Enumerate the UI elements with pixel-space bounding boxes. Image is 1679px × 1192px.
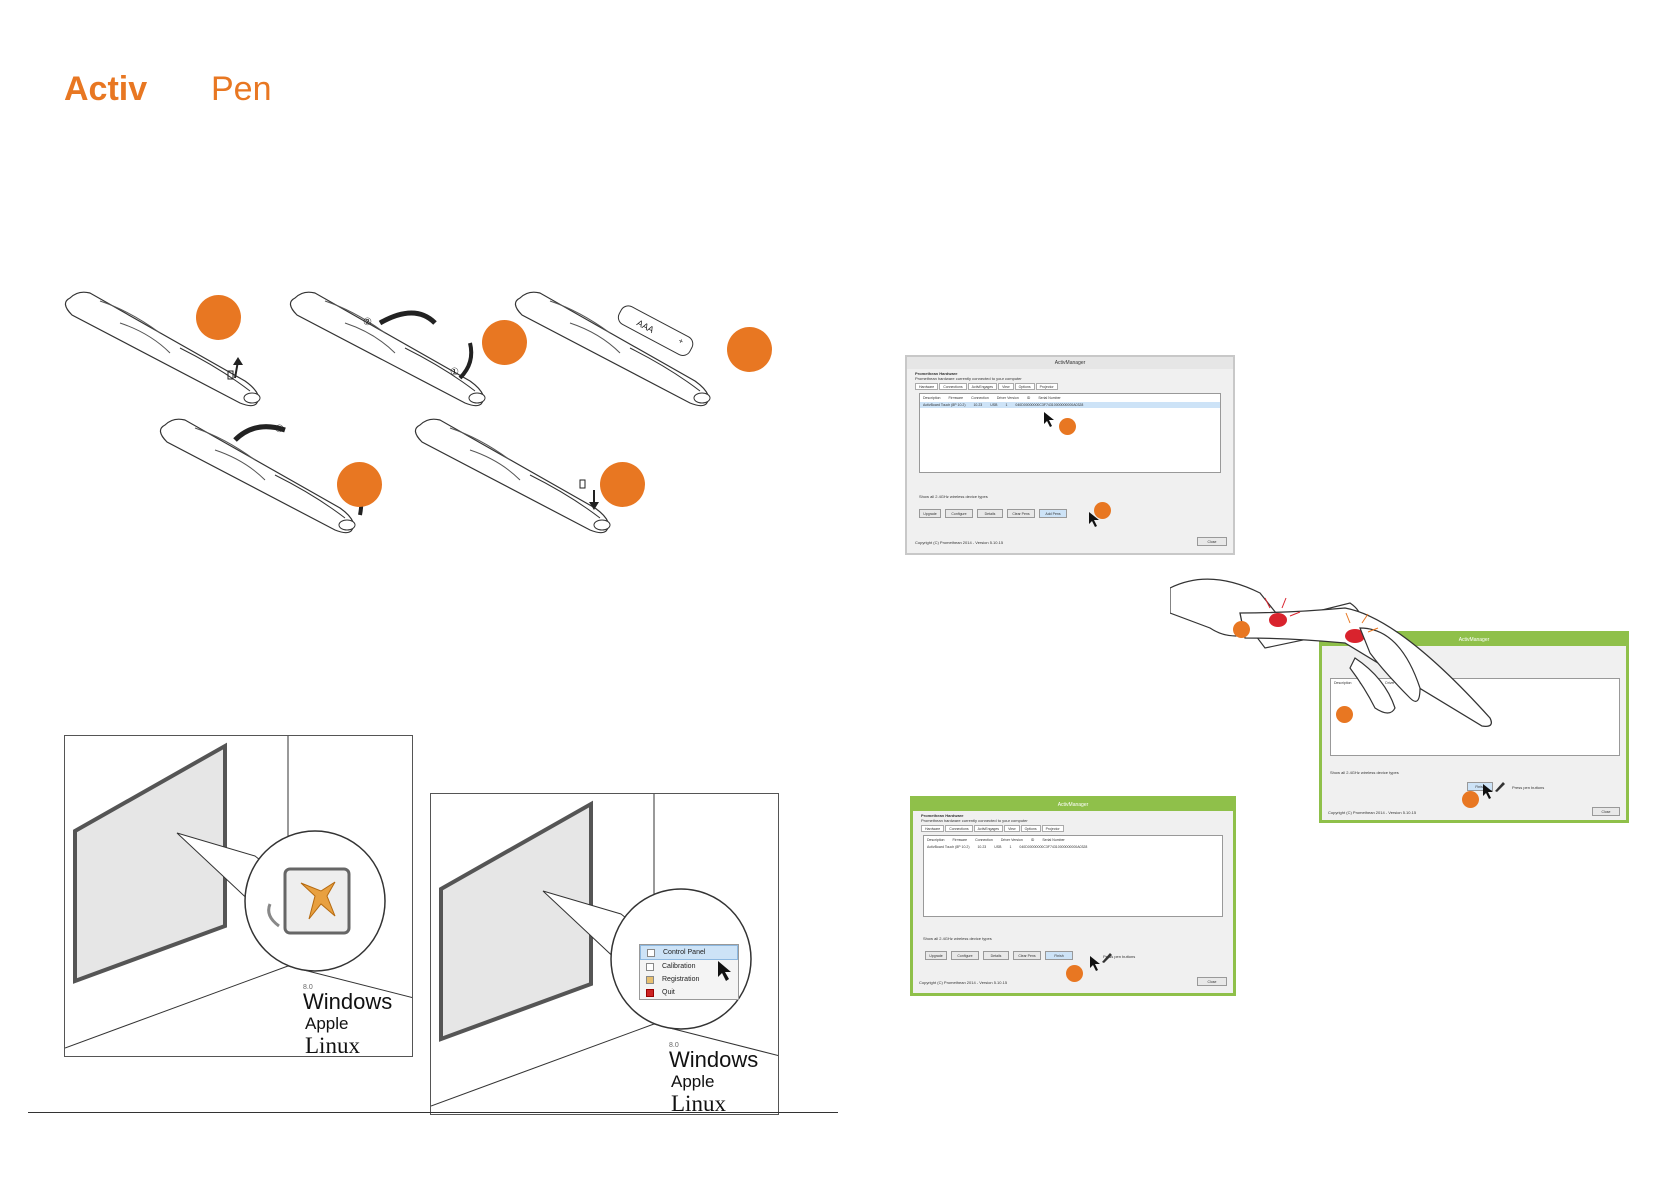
window-tabs: Hardware Connections ActivEngages View O… [921, 825, 1065, 832]
activmanager-window-1: ActivManager Promethean Hardware Prometh… [905, 355, 1235, 555]
hand-with-pen-illustration [1170, 578, 1493, 727]
finish-button[interactable]: Finish [1467, 782, 1493, 791]
tab-options[interactable]: Options [1014, 383, 1035, 390]
window-tabs: Hardware Connections ActivEngages View O… [915, 383, 1059, 390]
os-version-small: 8.0 [669, 1042, 679, 1049]
menu-item-calibration[interactable]: Calibration [640, 960, 738, 973]
close-button[interactable]: Close [1197, 537, 1227, 546]
cursor-arrow-icon [1483, 784, 1493, 799]
upgrade-button[interactable]: Upgrade [925, 951, 947, 960]
tab-activengages[interactable]: ActivEngages [967, 383, 998, 390]
copyright-text: Copyright (C) Promethean 2014 - Version … [919, 980, 1008, 985]
step-dot [1462, 791, 1479, 808]
window-title: ActivManager [913, 799, 1233, 811]
upgrade-button[interactable]: Upgrade [919, 509, 941, 518]
menu-item-control-panel[interactable]: Control Panel [640, 945, 738, 960]
os-list: 8.0 Windows Apple Linux [303, 984, 393, 1057]
step-dot [1233, 621, 1250, 638]
window-subheading: Promethean hardware currently connected … [921, 818, 1028, 823]
battery-replacement-illustrations: ② ① AAA + ① ② [64, 291, 711, 534]
finish-button[interactable]: Finish [1045, 951, 1073, 960]
step-dot [337, 462, 382, 507]
pen-step-1 [64, 291, 261, 407]
cursor-arrow-icon [718, 961, 731, 981]
show-all-checkbox-label[interactable]: Show all 2.4GHz wireless device types [919, 494, 988, 499]
pen-step-3: AAA + [514, 291, 711, 407]
pen-icon [1495, 782, 1505, 792]
tab-view[interactable]: View [998, 383, 1014, 390]
step-dot [196, 295, 241, 340]
tab-connections[interactable]: Connections [945, 825, 973, 832]
add-pens-button[interactable]: Add Pens [1039, 509, 1067, 518]
pen-step-4: ① ② [159, 418, 364, 534]
cursor-arrow-icon [1044, 412, 1054, 427]
configure-button[interactable]: Configure [951, 951, 979, 960]
brand-title-pen: Pen [211, 70, 272, 108]
pen-hint-text: Press pen buttons [1103, 954, 1136, 959]
os-linux: Linux [305, 1033, 360, 1057]
step-dot [1094, 502, 1111, 519]
battery-plus: + [677, 336, 686, 346]
step-mark: ① [275, 424, 284, 435]
step-dot [600, 462, 645, 507]
panel-inspire-icon: 8.0 Windows Apple Linux [64, 735, 413, 1057]
copyright-text: Copyright (C) Promethean 2014 - Version … [915, 540, 1004, 545]
room-illustration [65, 736, 412, 1049]
menu-item-registration[interactable]: Registration [640, 973, 738, 986]
footer-divider [28, 1112, 838, 1113]
step-dot [482, 320, 527, 365]
activmanager-window-3: ActivManager Promethean Hardware Prometh… [910, 796, 1236, 996]
window-heading: Promethean Hardware [921, 813, 964, 818]
details-button[interactable]: Details [983, 951, 1009, 960]
window-heading: Promethean Hardware [915, 371, 958, 376]
menu-item-quit[interactable]: Quit [640, 986, 738, 999]
close-button[interactable]: Close [1592, 807, 1620, 816]
window-title: ActivManager [907, 357, 1233, 369]
show-all-checkbox-label[interactable]: Show all 2.4GHz wireless device types [923, 936, 992, 941]
tab-projector[interactable]: Projector [1035, 383, 1058, 390]
tab-projector[interactable]: Projector [1041, 825, 1064, 832]
tab-view[interactable]: View [1004, 825, 1020, 832]
tab-connections[interactable]: Connections [939, 383, 967, 390]
os-apple: Apple [671, 1072, 715, 1091]
show-all-checkbox-label[interactable]: Show all 2.4GHz wireless device types [1330, 770, 1399, 775]
step-mark: ① [450, 367, 459, 378]
cursor-arrow-icon [1089, 512, 1099, 527]
tab-options[interactable]: Options [1020, 825, 1041, 832]
step-dot [1336, 706, 1353, 723]
pen-hint-text: Press pen buttons [1512, 785, 1545, 790]
close-button[interactable]: Close [1197, 977, 1227, 986]
step-dot [1059, 418, 1076, 435]
clear-pens-button[interactable]: Clear Pens [1013, 951, 1041, 960]
pen-step-2: ② ① [289, 291, 486, 407]
tab-hardware[interactable]: Hardware [915, 383, 939, 390]
panel-context-menu: Control Panel Calibration Registration Q… [430, 793, 779, 1115]
configure-button[interactable]: Configure [945, 509, 973, 518]
os-apple: Apple [305, 1014, 349, 1033]
activ-inspire-figure-icon [300, 881, 336, 920]
os-list: 8.0 Windows Apple Linux [669, 1042, 759, 1115]
clear-pens-button[interactable]: Clear Pens [1007, 509, 1035, 518]
tab-activengages[interactable]: ActivEngages [973, 825, 1004, 832]
pen-icon [1102, 953, 1112, 963]
os-windows: Windows [303, 989, 393, 1014]
step-mark: ② [363, 317, 372, 328]
brand-title-activ: Activ [64, 70, 148, 108]
os-windows: Windows [669, 1047, 759, 1072]
window-subheading: Promethean hardware currently connected … [915, 376, 1022, 381]
details-button[interactable]: Details [977, 509, 1003, 518]
step-dot [1066, 965, 1083, 982]
pen-step-5 [414, 418, 611, 534]
copyright-text: Copyright (C) Promethean 2014 - Version … [1328, 810, 1417, 815]
step-dot [727, 327, 772, 372]
cursor-arrow-icon [1090, 956, 1100, 971]
os-linux: Linux [671, 1091, 726, 1115]
tab-hardware[interactable]: Hardware [921, 825, 945, 832]
os-version-small: 8.0 [303, 984, 313, 991]
